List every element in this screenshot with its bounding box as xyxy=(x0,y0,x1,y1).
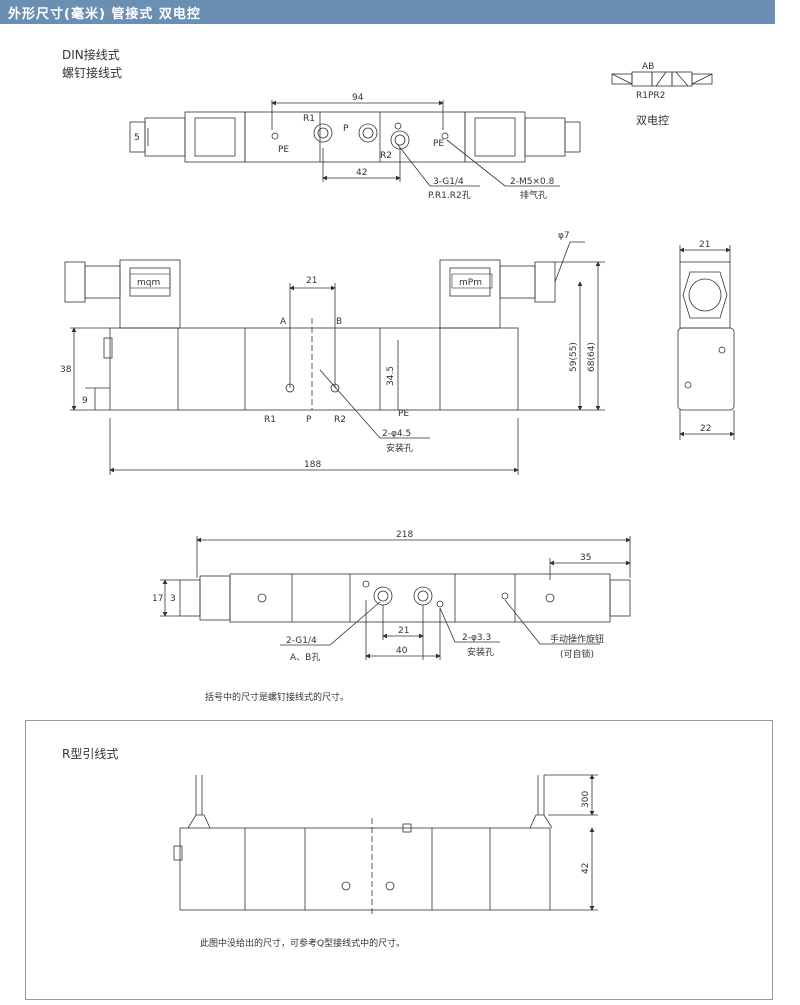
bottom-callout-ab-sub: A、B孔 xyxy=(290,652,320,663)
front-label-p: P xyxy=(306,415,312,425)
header-title: 外形尺寸(毫米) 管接式 双电控 xyxy=(8,7,201,22)
front-dim-21: 21 xyxy=(306,276,317,286)
front-label-a: A xyxy=(280,317,287,327)
r-type-panel xyxy=(25,720,773,1000)
top-dim-42: 42 xyxy=(356,168,367,178)
front-label-pe: PE xyxy=(398,409,409,419)
symbol-ab: AB xyxy=(642,62,654,72)
bottom-callout-ab: 2-G1/4 xyxy=(286,636,317,646)
front-coil-left: mqm xyxy=(137,278,160,288)
front-dim-345: 34.5 xyxy=(386,366,396,386)
top-label-p: P xyxy=(343,124,349,134)
valve-symbol xyxy=(611,71,713,87)
side-dim-21: 21 xyxy=(699,240,710,250)
top-callout-exhaust-sub: 排气孔 xyxy=(520,189,547,201)
front-callout-mount: 2-φ4.5 xyxy=(382,429,411,439)
bottom-dim-218: 218 xyxy=(396,530,413,540)
bottom-callout-manual: 手动操作旋钮 xyxy=(550,633,604,645)
front-dim-38: 38 xyxy=(60,365,72,375)
bottom-dim-35: 35 xyxy=(580,553,591,563)
front-view xyxy=(64,241,605,475)
r-type-view xyxy=(173,774,598,915)
top-label-pe-left: PE xyxy=(278,145,289,155)
bottom-dim-21: 21 xyxy=(398,626,409,636)
symbol-ports: R1PR2 xyxy=(636,91,665,101)
top-dim-94: 94 xyxy=(352,93,364,103)
side-view xyxy=(677,245,735,440)
front-coil-right: mPm xyxy=(459,278,482,288)
r-dim-42: 42 xyxy=(581,863,591,874)
front-label-r1: R1 xyxy=(264,415,276,425)
note-bracket-dims: 括号中的尺寸是螺钉接线式的尺寸。 xyxy=(205,693,350,703)
front-label-r2: R2 xyxy=(334,415,346,425)
side-dim-22: 22 xyxy=(700,424,711,434)
r-type-title: R型引线式 xyxy=(62,747,119,761)
front-dim-188: 188 xyxy=(304,460,321,470)
top-dim-5: 5 xyxy=(134,133,140,143)
top-view xyxy=(129,100,581,187)
coil-label-right xyxy=(451,273,493,289)
bottom-callout-mount: 2-φ3.3 xyxy=(462,633,491,643)
coil-label-left xyxy=(129,273,171,289)
front-label-b: B xyxy=(336,317,342,327)
label-screw: 螺钉接线式 xyxy=(62,66,123,80)
label-din: DIN接线式 xyxy=(62,48,120,62)
top-label-pe-right: PE xyxy=(433,139,444,149)
top-label-r2: R2 xyxy=(380,151,392,161)
bottom-dim-3: 3 xyxy=(170,594,176,604)
top-label-r1: R1 xyxy=(303,114,315,124)
bottom-dim-40: 40 xyxy=(396,646,408,656)
top-callout-ports-sub: P.R1.R2孔 xyxy=(428,190,471,201)
r-type-note: 此图中没给出的尺寸，可参考Q型接线式中的尺寸。 xyxy=(200,939,406,949)
bottom-callout-manual-sub: (可自锁) xyxy=(560,648,594,660)
front-callout-mount-sub: 安装孔 xyxy=(386,442,413,454)
bottom-dim-17: 17 xyxy=(152,594,163,604)
top-callout-exhaust: 2-M5×0.8 xyxy=(510,177,555,187)
header-bar: 外形尺寸(毫米) 管接式 双电控 xyxy=(0,0,775,24)
r-dim-300: 300 xyxy=(581,791,591,808)
front-phi7: φ7 xyxy=(558,231,570,241)
top-callout-ports: 3-G1/4 xyxy=(433,177,464,187)
front-dim-59: 59(55) xyxy=(569,342,579,372)
front-dim-9: 9 xyxy=(82,396,88,406)
bottom-callout-mount-sub: 安装孔 xyxy=(467,646,494,658)
bottom-view xyxy=(160,536,631,660)
symbol-caption: 双电控 xyxy=(636,113,669,127)
front-dim-68: 68(64) xyxy=(587,342,597,372)
